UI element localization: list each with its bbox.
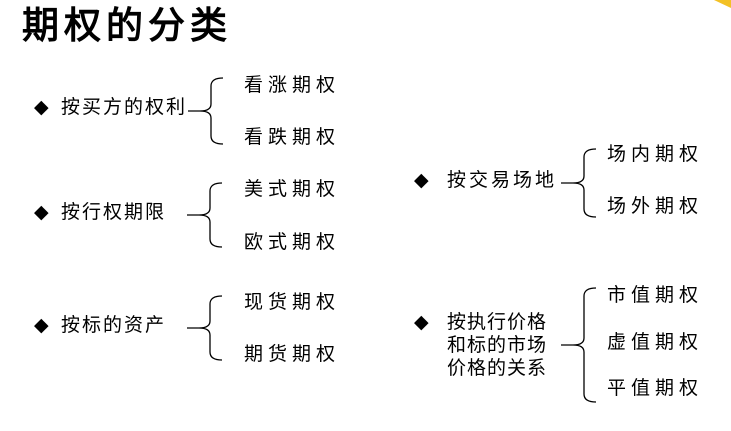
leaf-label: 平值期权 <box>607 378 704 399</box>
leaf-label: 市值期权 <box>607 285 704 306</box>
brace-icon <box>187 182 223 248</box>
group-label-line: 和标的市场 <box>447 335 548 356</box>
group-label: 按行权期限 <box>61 202 167 223</box>
leaf-label: 看涨期权 <box>244 75 341 96</box>
group-label: 按买方的权利 <box>61 97 188 118</box>
group-label: 按交易场地 <box>447 170 558 191</box>
leaf-label: 期货期权 <box>244 344 341 365</box>
diamond-bullet-icon: ◆ <box>414 311 429 333</box>
leaf-label: 场内期权 <box>607 144 704 165</box>
leaf-label: 欧式期权 <box>244 232 341 253</box>
group-label: 按执行价格 和标的市场 价格的关系 <box>447 311 547 380</box>
diamond-bullet-icon: ◆ <box>34 96 49 118</box>
leaf-label: 场外期权 <box>607 196 704 217</box>
group-label: 按标的资产 <box>61 315 167 336</box>
group-label-line: 按执行价格 <box>447 312 548 333</box>
group-label-line: 价格的关系 <box>447 358 548 379</box>
leaf-label: 美式期权 <box>244 179 341 200</box>
leaf-label: 看跌期权 <box>244 127 341 148</box>
brace-icon <box>187 295 223 361</box>
corner-accent-triangle <box>714 0 731 8</box>
diamond-bullet-icon: ◆ <box>34 201 49 223</box>
brace-icon <box>561 287 597 403</box>
leaf-label: 虚值期权 <box>607 332 704 353</box>
brace-icon <box>188 77 224 145</box>
diamond-bullet-icon: ◆ <box>34 314 49 336</box>
brace-icon <box>561 148 597 218</box>
page-title: 期权的分类 <box>22 6 232 47</box>
leaf-label: 现货期权 <box>244 292 341 313</box>
diamond-bullet-icon: ◆ <box>414 169 429 191</box>
